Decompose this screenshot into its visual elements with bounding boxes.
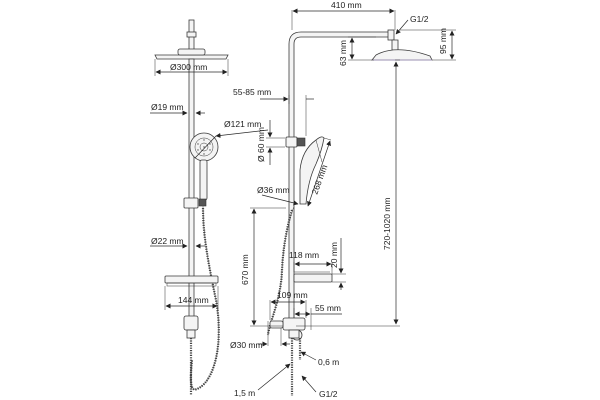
dim-front-head-diameter: Ø300 mm bbox=[154, 59, 229, 76]
front-top-pipe bbox=[186, 19, 197, 51]
label-arm-length: 410 mm bbox=[331, 0, 362, 10]
label-mixer-offset: 55 mm bbox=[315, 303, 341, 313]
dim-head-offset: 63 mm bbox=[338, 36, 376, 66]
dim-connection-bottom: G1/2 bbox=[301, 375, 338, 399]
dim-holder-range: 55-85 mm bbox=[233, 87, 314, 136]
side-hose bbox=[266, 209, 294, 336]
side-shelf bbox=[293, 271, 333, 283]
label-shelf-depth: 118 mm bbox=[289, 250, 319, 260]
label-head-height: 95 mm bbox=[438, 28, 448, 54]
label-handle-diameter: Ø36 mm bbox=[257, 185, 290, 195]
label-shelf-width: 144 mm bbox=[178, 295, 209, 305]
dim-front-pipe-diameter: Ø19 mm bbox=[150, 102, 205, 116]
front-slider bbox=[183, 197, 207, 209]
side-slider bbox=[285, 136, 306, 148]
front-shelf bbox=[164, 275, 219, 287]
label-inlet-diameter: Ø30 mm bbox=[230, 340, 263, 350]
dim-holder-diameter: Ø 60 mm bbox=[256, 120, 285, 165]
side-view: 410 mm G1/2 95 mm 63 mm 55-85 mm bbox=[230, 0, 456, 399]
dim-inlet-diameter: Ø30 mm bbox=[230, 321, 290, 350]
side-shower-head bbox=[371, 39, 433, 61]
front-hand-shower bbox=[189, 132, 219, 201]
dim-hose-length: 1,5 m bbox=[234, 363, 291, 398]
label-outlet-length: 0,6 m bbox=[318, 357, 339, 367]
label-height-range: 720-1020 mm bbox=[382, 198, 392, 250]
label-hand-diameter: Ø121 mm bbox=[224, 119, 261, 129]
dim-handle-diameter: Ø36 mm bbox=[257, 185, 299, 206]
label-lower-height: 670 mm bbox=[240, 254, 250, 285]
front-view: Ø300 mm Ø19 mm Ø121 mm Ø22 mm 144 mm bbox=[150, 19, 269, 395]
label-hose-length: 1,5 m bbox=[234, 388, 255, 398]
dim-mixer-offset: 55 mm bbox=[293, 303, 342, 330]
front-mixer bbox=[183, 315, 199, 339]
dim-height-range: 720-1020 mm bbox=[296, 59, 400, 327]
dim-shelf-depth: 118 mm bbox=[289, 250, 333, 274]
dim-front-shelf-width: 144 mm bbox=[164, 286, 219, 310]
dim-lower-height: 670 mm bbox=[240, 207, 286, 327]
label-head-offset: 63 mm bbox=[338, 40, 348, 66]
label-connection-bottom: G1/2 bbox=[319, 389, 338, 399]
front-shower-head bbox=[154, 48, 229, 60]
label-connection-top: G1/2 bbox=[410, 14, 429, 24]
dim-arm-length: 410 mm bbox=[291, 0, 396, 30]
dim-front-hand-diameter: Ø121 mm bbox=[194, 119, 269, 159]
label-shelf-height: 20 mm bbox=[329, 242, 339, 268]
side-riser-arm bbox=[288, 29, 395, 331]
label-head-diameter: Ø300 mm bbox=[170, 62, 207, 72]
dim-shelf-height: 20 mm bbox=[329, 238, 346, 290]
front-hose bbox=[189, 207, 220, 391]
label-holder-diameter: Ø 60 mm bbox=[256, 127, 266, 162]
label-mixer-width: 109 mm bbox=[277, 290, 308, 300]
dim-connection-top: G1/2 bbox=[395, 14, 429, 35]
label-rail-diameter: Ø22 mm bbox=[151, 236, 184, 246]
side-mixer bbox=[269, 317, 306, 341]
dim-outlet-length: 0,6 m bbox=[300, 351, 339, 367]
label-pipe-diameter: Ø19 mm bbox=[151, 102, 184, 112]
dim-front-rail-diameter: Ø22 mm bbox=[150, 236, 205, 249]
dim-head-height: 95 mm bbox=[400, 28, 456, 61]
label-holder-range: 55-85 mm bbox=[233, 87, 271, 97]
